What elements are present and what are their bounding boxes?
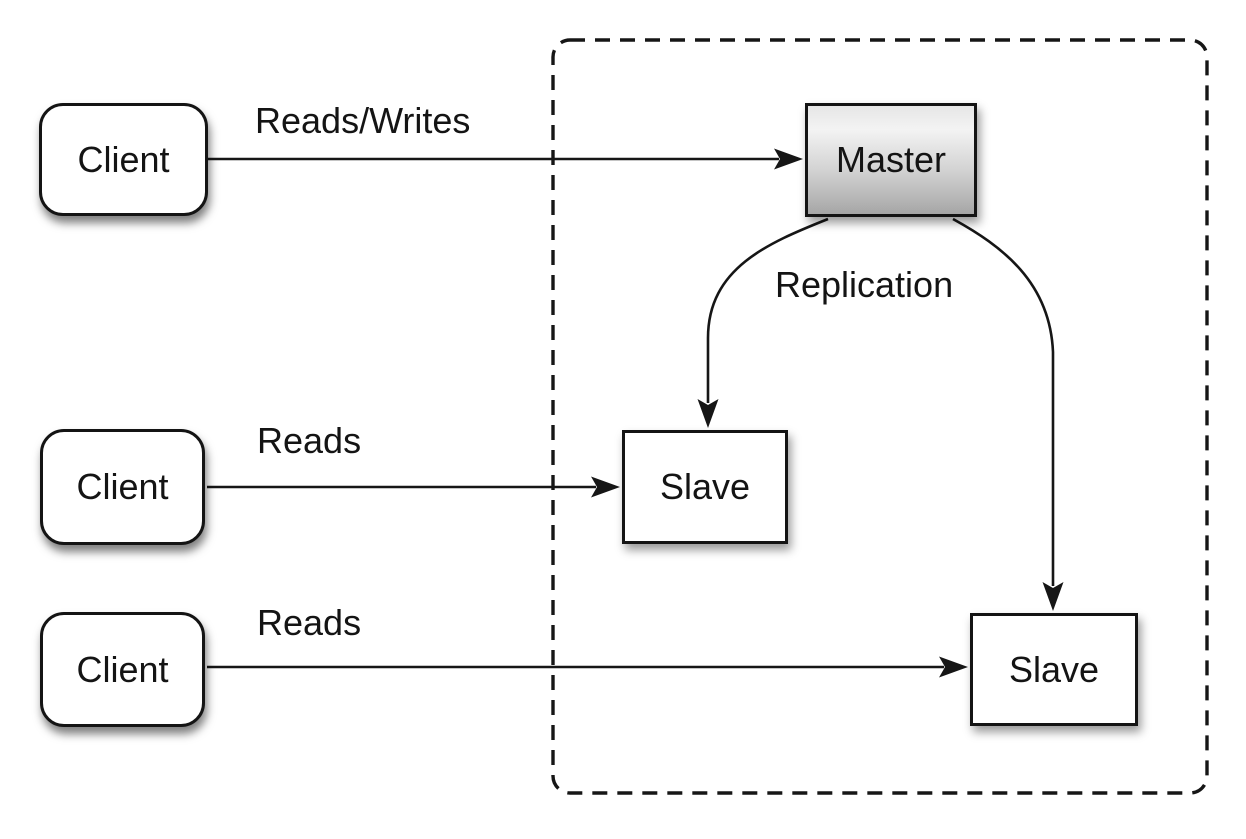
edge-label-reads-writes: Reads/Writes xyxy=(255,100,471,141)
arrowhead-master-to-slave1 xyxy=(697,399,719,428)
node-master: Master xyxy=(805,103,977,217)
arrow-master-to-slave2 xyxy=(952,217,1055,586)
node-slave-1: Slave xyxy=(622,430,788,544)
edge-label-replication: Replication xyxy=(775,264,954,305)
arrow-master-to-slave1 xyxy=(706,217,829,403)
node-client-2: Client xyxy=(40,429,205,545)
edge-label-reads-1: Reads xyxy=(257,420,362,461)
edge-label-reads-2: Reads xyxy=(257,602,362,643)
node-client-2-label: Client xyxy=(76,466,169,507)
arrowhead-client1-to-master xyxy=(774,148,803,170)
arrowhead-client2-to-slave1 xyxy=(591,476,620,498)
node-slave-2: Slave xyxy=(970,613,1138,726)
node-client-1: Client xyxy=(39,103,208,216)
replication-group-dashed-border xyxy=(551,38,1209,795)
node-client-3: Client xyxy=(40,612,205,727)
arrowhead-client3-to-slave2 xyxy=(939,656,968,678)
node-master-label: Master xyxy=(835,139,947,180)
node-slave-1-label: Slave xyxy=(659,466,751,507)
node-client-1-label: Client xyxy=(77,138,170,180)
node-slave-2-label: Slave xyxy=(1008,648,1100,690)
arrowhead-master-to-slave2 xyxy=(1042,582,1064,611)
node-client-3-label: Client xyxy=(76,648,169,690)
